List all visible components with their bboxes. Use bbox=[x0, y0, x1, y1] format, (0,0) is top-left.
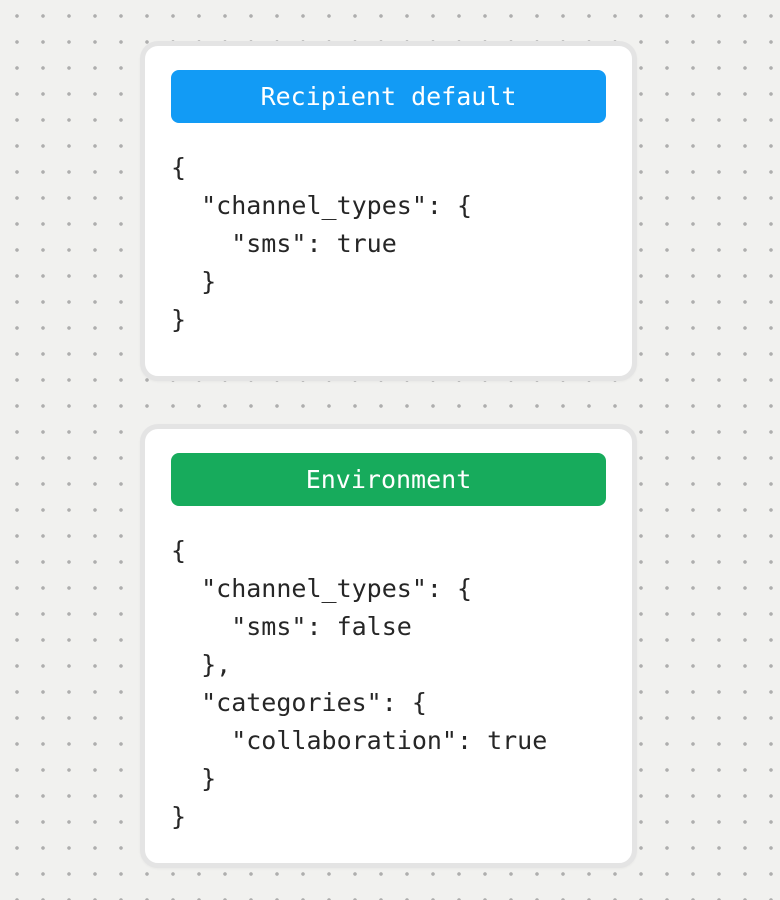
json-code-environment: { "channel_types": { "sms": false }, "ca… bbox=[171, 536, 548, 831]
card-title-environment: Environment bbox=[171, 453, 606, 506]
card-recipient-default: Recipient default { "channel_types": { "… bbox=[140, 41, 637, 381]
json-code-recipient-default: { "channel_types": { "sms": true } } bbox=[171, 153, 473, 334]
card-environment: Environment { "channel_types": { "sms": … bbox=[140, 424, 637, 868]
card-title-recipient-default: Recipient default bbox=[171, 70, 606, 123]
